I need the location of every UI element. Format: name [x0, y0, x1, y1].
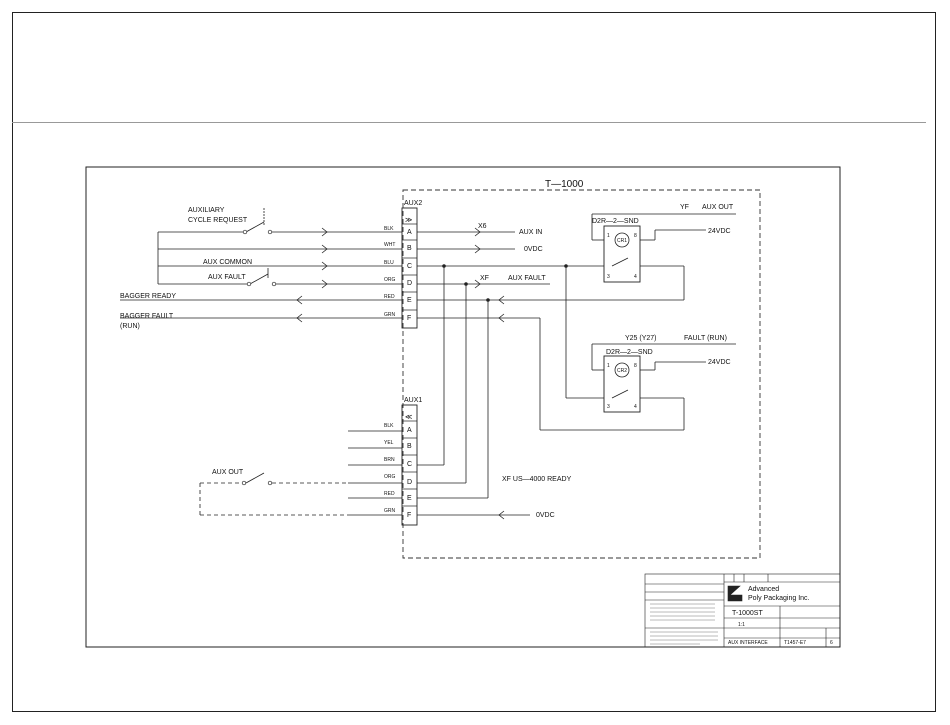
drawing-title: AUX INTERFACE [728, 640, 768, 646]
aux2-pin-labels: A B C D E F [407, 229, 412, 322]
relay-2-coil-label: CR2 [617, 368, 627, 374]
enclosure-title: T—1000 [545, 179, 584, 190]
aux2-color-c: BLU [384, 260, 394, 266]
aux-fault-out-label: AUX FAULT [508, 275, 546, 282]
relay-2-pin8: 8 [634, 363, 637, 369]
aux-fault-label: AUX FAULT [208, 274, 246, 281]
aux2-color-d: ORG [384, 277, 396, 283]
aux2-color-a: BLK [384, 226, 394, 232]
relay-1-coil-label: CR1 [617, 238, 627, 244]
aux2-color-e: RED [384, 294, 395, 300]
page-frame [12, 12, 936, 712]
relay-1-pin3: 3 [607, 274, 610, 280]
aux1-pin-d: D [407, 479, 412, 486]
drawing-number: T1457-E7 [784, 640, 806, 646]
aux-in-label: AUX IN [519, 229, 542, 236]
aux1-left-wiring [199, 430, 402, 516]
relay-2-part: D2R—2—SND [606, 349, 653, 356]
relay-2-desc: FAULT (RUN) [684, 335, 727, 342]
relay-2-supply: 24VDC [708, 359, 731, 366]
scale: 1:1 [738, 622, 745, 628]
aux2-color-f: GRN [384, 312, 396, 318]
aux1-color-c: BRN [384, 457, 395, 463]
relay-1-desc: AUX OUT [702, 204, 734, 211]
bagger-ready-label: BAGGER READY [120, 293, 176, 300]
sheet-number: 6 [830, 640, 833, 646]
relay-1-supply: 24VDC [708, 228, 731, 235]
relay-1-pin1: 1 [607, 233, 610, 239]
company-name-2: Poly Packaging Inc. [748, 595, 810, 602]
aux1-color-b: YEL [384, 440, 394, 446]
aux2-pin-b: B [407, 245, 412, 252]
title-block [644, 573, 841, 648]
company-name-1: Advanced [748, 586, 779, 593]
relay-1: CR1 1 8 3 4 D2R—2—SND YF AUX OUT 24VDC [592, 204, 734, 283]
aux2-left-wiring [120, 208, 402, 323]
aux-common-label: AUX COMMON [203, 259, 252, 266]
x6-label: X6 [478, 223, 487, 230]
bagger-fault-label-1: BAGGER FAULT [120, 313, 174, 320]
ovdc-label-2: 0VDC [536, 512, 555, 519]
aux2-socket-icon: ≫ [405, 217, 412, 224]
aux1-header: AUX1 [404, 397, 422, 404]
xf-label: XF [480, 275, 489, 282]
aux2-pin-a: A [407, 229, 412, 236]
aux1-pin-c: C [407, 461, 412, 468]
aux1-socket-icon: ≪ [405, 414, 412, 421]
relay-2-pin4: 4 [634, 404, 637, 410]
relay-1-pin8: 8 [634, 233, 637, 239]
bagger-fault-label-2: (RUN) [120, 323, 140, 330]
aux1-pin-b: B [407, 443, 412, 450]
aux-cycle-label-1: AUXILIARY [188, 207, 225, 214]
drawing-border [85, 166, 841, 648]
aux1-pin-e: E [407, 495, 412, 502]
relay-2-pin1: 1 [607, 363, 610, 369]
aux1-pin-a: A [407, 427, 412, 434]
switch-contacts [242, 229, 277, 287]
aux1-connector: AUX1 ≪ A B C D E F BLK YEL BRN ORG RED G… [384, 397, 422, 526]
aux2-color-b: WHT [384, 242, 395, 248]
ovdc-label-1: 0VDC [524, 246, 543, 253]
aux1-color-a: BLK [384, 423, 394, 429]
t1000-enclosure [402, 189, 761, 559]
aux1-color-d: ORG [384, 474, 396, 480]
aux2-pin-e: E [407, 297, 412, 304]
aux2-pin-f: F [407, 315, 411, 322]
relay-1-tag: YF [680, 204, 689, 211]
xf-ready-label: XF US—4000 READY [502, 476, 572, 483]
aux2-pin-d: D [407, 280, 412, 287]
relay-2-pin3: 3 [607, 404, 610, 410]
aux-cycle-label-2: CYCLE REQUEST [188, 217, 248, 224]
aux-out-label: AUX OUT [212, 469, 244, 476]
aux1-color-f: GRN [384, 508, 396, 514]
relay-1-pin4: 4 [634, 274, 637, 280]
header-rule [12, 122, 926, 123]
aux1-pin-f: F [407, 512, 411, 519]
relay-2-tag: Y25 (Y27) [625, 335, 657, 342]
internal-wiring [417, 213, 736, 520]
aux1-color-e: RED [384, 491, 395, 497]
relay-1-part: D2R—2—SND [592, 218, 639, 225]
aux2-connector: AUX2 ≫ A B C D E F BLK WHT BLU ORG RED G… [384, 200, 422, 329]
aux2-header: AUX2 [404, 200, 422, 207]
aux2-pin-c: C [407, 263, 412, 270]
relay-2: CR2 1 8 3 4 D2R—2—SND Y25 (Y27) FAULT (R… [603, 335, 731, 413]
junction-dots [442, 264, 568, 302]
model-number: T-1000ST [732, 610, 763, 617]
